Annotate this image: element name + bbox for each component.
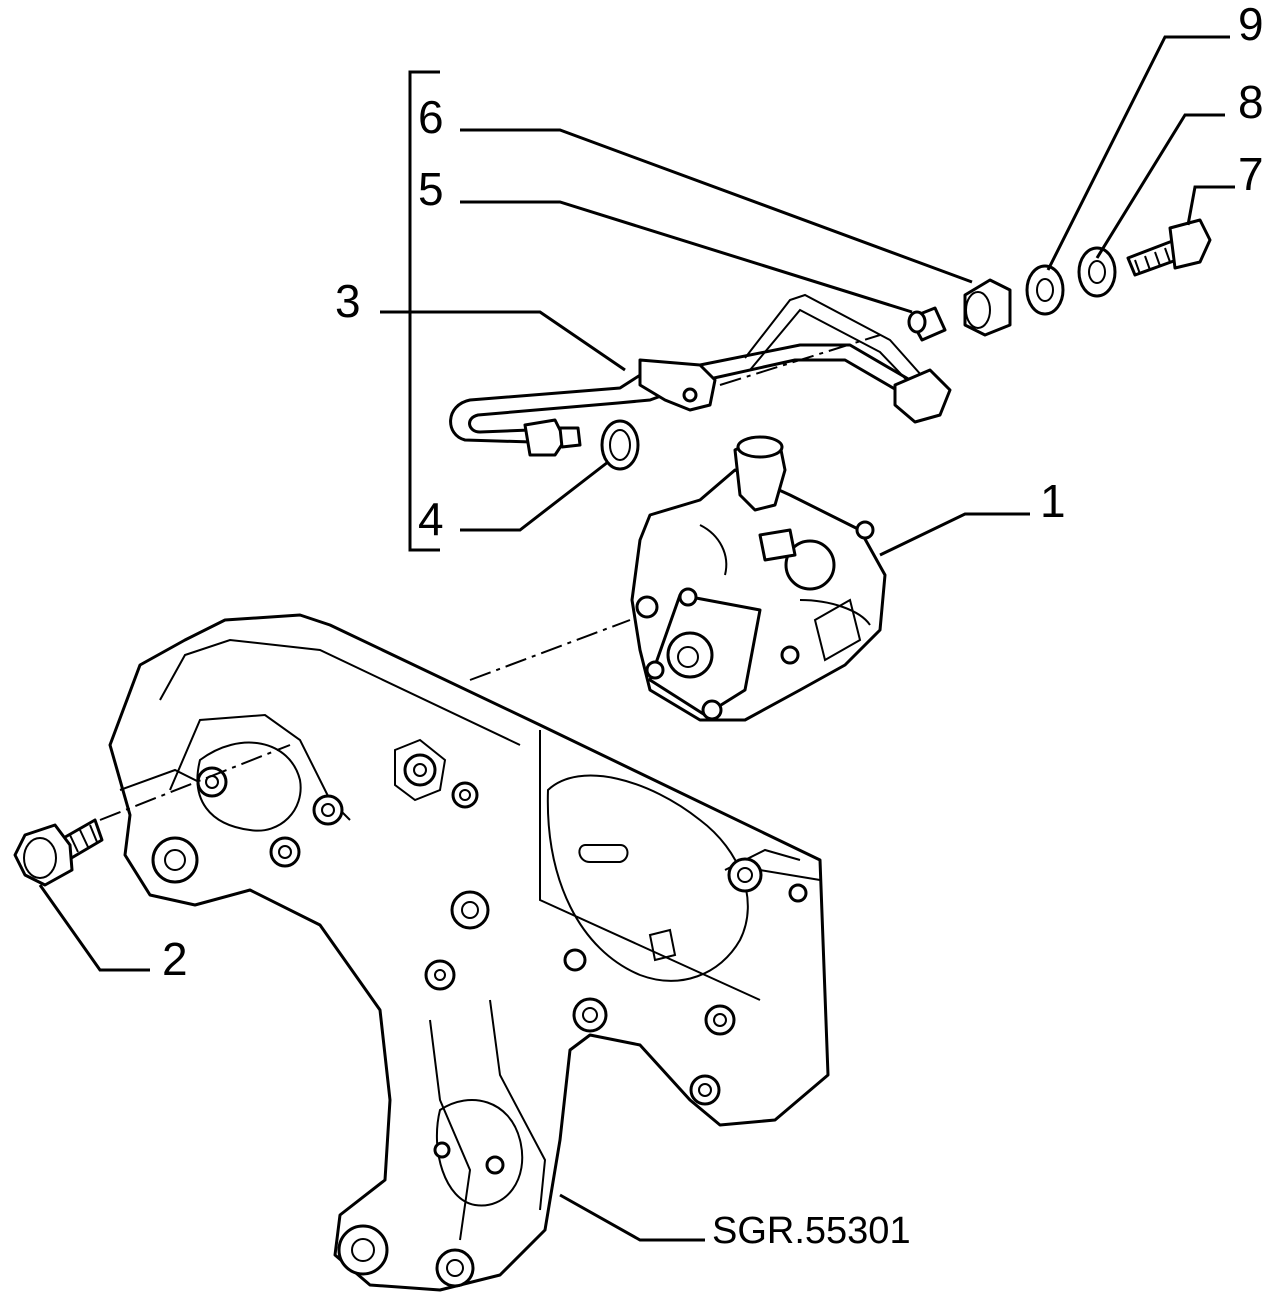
leader-4 [460,460,609,532]
banjo-bolt [1126,218,1212,277]
union-sleeve [907,306,947,342]
leader-6 [460,128,973,284]
pipe-assembly [449,293,952,457]
leader-7 [1186,185,1235,226]
leader-lines [38,35,1235,1242]
mounting-bolt [13,818,104,887]
callout-2: 2 [162,933,188,985]
assembly-axes [99,334,881,821]
leader-1 [879,512,1030,557]
leader-3 [380,310,626,372]
callout-8: 8 [1238,76,1264,128]
callout-9: 9 [1238,0,1264,50]
reference-code: SGR.55301 [712,1210,911,1252]
leader-5 [460,200,913,314]
union-nut [963,278,1012,337]
callout-6: 6 [418,91,444,143]
leader-9 [1046,35,1230,271]
power-steering-pump [630,435,887,722]
leader-ref [559,1193,705,1242]
callout-3: 3 [335,275,361,327]
leader-8 [1095,113,1225,259]
leader-2 [38,884,150,972]
sealing-washer-9 [1025,264,1065,316]
callout-7: 7 [1238,148,1264,200]
callout-1: 1 [1040,475,1066,527]
callout-5: 5 [418,163,444,215]
sealing-washer-8 [1077,246,1117,298]
o-ring [600,419,640,471]
callout-4: 4 [418,493,444,545]
mounting-bracket [108,613,830,1292]
